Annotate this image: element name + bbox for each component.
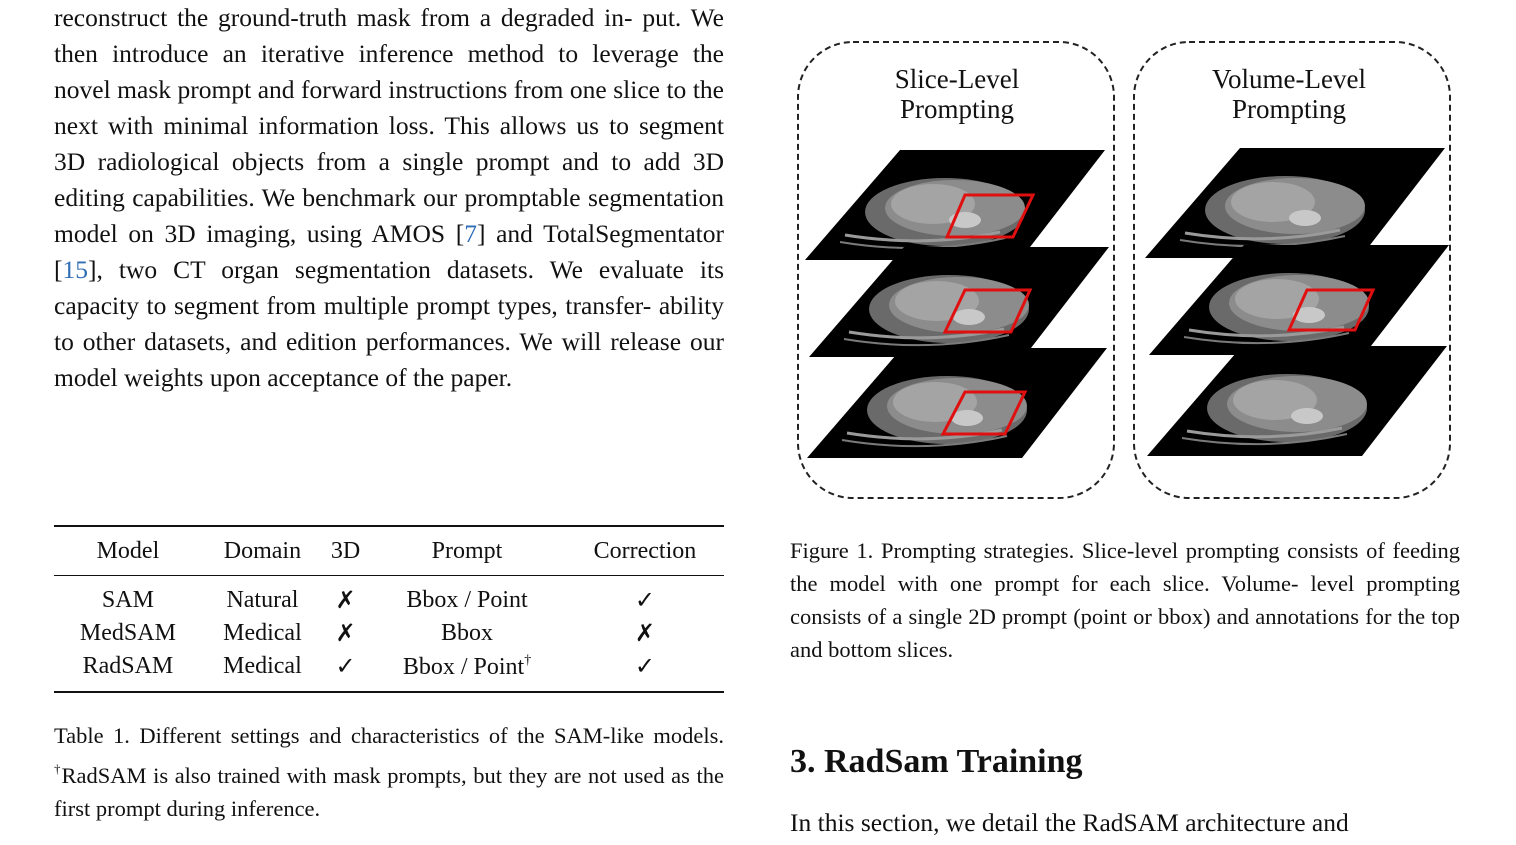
table-header: Correction — [565, 525, 724, 576]
panel-border — [797, 41, 1115, 499]
table-cell: ✗ — [335, 621, 356, 647]
table-cell: MedSAM — [79, 620, 176, 646]
table-header: Model — [54, 525, 202, 576]
table-cell: Medical — [223, 620, 302, 646]
dagger-mark: † — [524, 652, 532, 668]
figure-caption: Figure 1. Prompting strategies. Slice-le… — [790, 538, 1460, 662]
table-caption-text: Table 1. Different settings and characte… — [54, 723, 724, 748]
figure-prompting-strategies: Slice-Level Prompting Volume-Level Promp… — [795, 40, 1455, 500]
body-paragraph: reconstruct the ground-truth mask from a… — [54, 0, 724, 396]
table-cell: SAM — [101, 587, 154, 613]
panel-title-line: Prompting — [899, 94, 1014, 124]
table-cell: Medical — [201, 650, 323, 693]
panel-title-line: Volume-Level — [1212, 64, 1366, 94]
table-cell: Bbox / Point† — [368, 650, 566, 693]
slice-level-stack — [803, 148, 1111, 460]
table-header: Prompt — [368, 525, 566, 576]
bbox-prompt — [944, 193, 1036, 239]
table-row: SAM Natural ✗ Bbox / Point ✓ — [54, 576, 724, 618]
comparison-table: Model Domain 3D Prompt Correction SAM Na… — [54, 525, 724, 693]
table-caption: Table 1. Different settings and characte… — [54, 719, 724, 825]
table-caption-text: RadSAM is also trained with mask prompts… — [54, 763, 724, 821]
table-cell: RadSAM — [54, 650, 202, 693]
table-header-row: Model Domain 3D Prompt Correction — [54, 525, 724, 576]
intro-column: reconstruct the ground-truth mask from a… — [54, 0, 724, 396]
citation-link[interactable]: 15 — [62, 255, 89, 284]
table-row: RadSAM Medical ✓ Bbox / Point† ✓ — [54, 650, 724, 693]
table-cell: Bbox / Point — [406, 587, 528, 613]
body-text-2: ] and TotalSegmentator [ — [54, 219, 724, 284]
bbox-prompt — [1286, 288, 1376, 332]
table-cell: ✗ — [335, 588, 356, 614]
panel-border — [1133, 41, 1451, 499]
table-cell: Bbox — [441, 620, 494, 646]
table-cell: Natural — [226, 587, 299, 613]
bbox-prompt — [940, 390, 1028, 436]
body-text-1: reconstruct the ground-truth mask from a… — [54, 3, 724, 248]
volume-level-stack — [1143, 146, 1451, 458]
dagger-mark: † — [54, 761, 62, 776]
table-header: Domain — [201, 525, 323, 576]
table-cell: ✗ — [634, 621, 655, 647]
panel-title-slice: Slice-Level Prompting — [807, 64, 1107, 124]
table-header: 3D — [322, 525, 369, 576]
section-heading: 3. RadSam Training — [790, 743, 1083, 780]
panel-title-line: Slice-Level — [894, 64, 1020, 94]
panel-title-line: Prompting — [1231, 94, 1346, 124]
citation-link[interactable]: 7 — [464, 219, 477, 248]
table-row: MedSAM Medical ✗ Bbox ✗ — [54, 617, 724, 650]
table-cell: ✓ — [565, 650, 724, 693]
section-paragraph: In this section, we detail the RadSAM ar… — [790, 808, 1349, 837]
body-text-3: ], two CT organ segmentation datasets. W… — [54, 255, 724, 392]
table-cell: ✓ — [322, 650, 369, 693]
prompt-value: Bbox / Point — [402, 653, 525, 680]
panel-title-volume: Volume-Level Prompting — [1139, 64, 1439, 124]
bbox-prompt — [942, 288, 1033, 334]
figure-illustration — [797, 41, 1451, 499]
table-cell: ✓ — [634, 588, 655, 614]
